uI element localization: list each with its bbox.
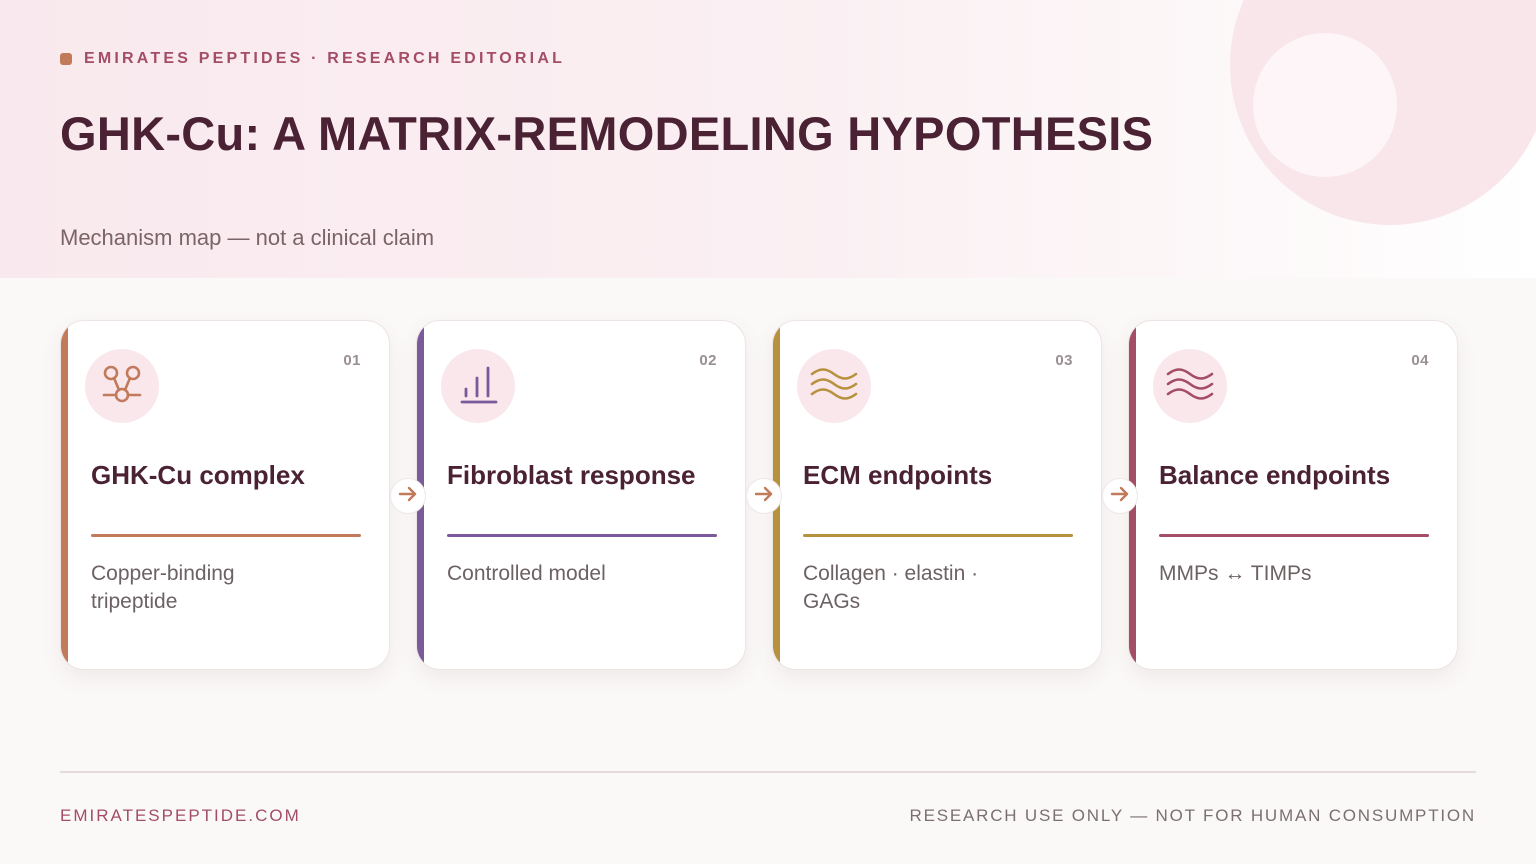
card-icon-badge — [441, 349, 515, 423]
card-title: ECM endpoints — [803, 460, 993, 490]
card-number: 04 — [1411, 352, 1429, 369]
card-title: Balance endpoints — [1159, 460, 1391, 490]
waves-icon — [1166, 366, 1214, 407]
card-icon-badge — [1153, 349, 1227, 423]
card-title: Fibroblast response — [447, 460, 696, 490]
card-description: Collagen · elastin · GAGs — [803, 562, 979, 613]
arrow-right-icon — [754, 486, 774, 507]
step-card-2: 02 Fibroblast response Controlled model — [416, 320, 746, 670]
molecule-icon — [100, 362, 144, 411]
footer-website-link[interactable]: EMIRATESPEPTIDE.COM — [60, 806, 301, 825]
card-divider — [1159, 534, 1429, 537]
card-icon-badge — [797, 349, 871, 423]
footer-disclaimer: RESEARCH USE ONLY — NOT FOR HUMAN CONSUM… — [909, 806, 1476, 825]
card-number: 01 — [343, 352, 361, 369]
page-subtitle: Mechanism map — not a clinical claim — [60, 225, 435, 250]
card-description: Copper-binding tripeptide — [91, 562, 235, 613]
square-bullet-icon — [60, 53, 72, 65]
card-icon-badge — [85, 349, 159, 423]
eyebrow-text: EMIRATES PEPTIDES · RESEARCH EDITORIAL — [84, 50, 566, 67]
arrow-right-icon — [398, 486, 418, 507]
eyebrow: EMIRATES PEPTIDES · RESEARCH EDITORIAL — [60, 50, 565, 68]
card-divider — [91, 534, 361, 537]
card-divider — [803, 534, 1073, 537]
footer-divider — [60, 771, 1476, 773]
card-description: MMPs ↔ TIMPs — [1159, 562, 1312, 585]
step-card-3: 03 ECM endpoints Collagen · elastin · GA… — [772, 320, 1102, 670]
flow-connector-3 — [1102, 478, 1138, 514]
waves-icon — [810, 366, 858, 407]
card-number: 03 — [1055, 352, 1073, 369]
card-title: GHK-Cu complex — [91, 460, 305, 490]
decorative-inner-circle — [1253, 33, 1397, 177]
hero-banner: EMIRATES PEPTIDES · RESEARCH EDITORIAL G… — [0, 0, 1536, 278]
card-accent-bar — [61, 321, 68, 669]
flow-connector-1 — [390, 478, 426, 514]
arrow-right-icon — [1110, 486, 1130, 507]
step-card-1: 01 GHK-Cu complex Copper-binding tripept… — [60, 320, 390, 670]
card-description: Controlled model — [447, 562, 606, 585]
bar-chart-icon — [456, 362, 500, 411]
step-card-4: 04 Balance endpoints MMPs ↔ TIMPs — [1128, 320, 1458, 670]
page-title: GHK-Cu: A MATRIX-REMODELING HYPOTHESIS — [60, 107, 1154, 160]
card-number: 02 — [699, 352, 717, 369]
card-divider — [447, 534, 717, 537]
flow-connector-2 — [746, 478, 782, 514]
